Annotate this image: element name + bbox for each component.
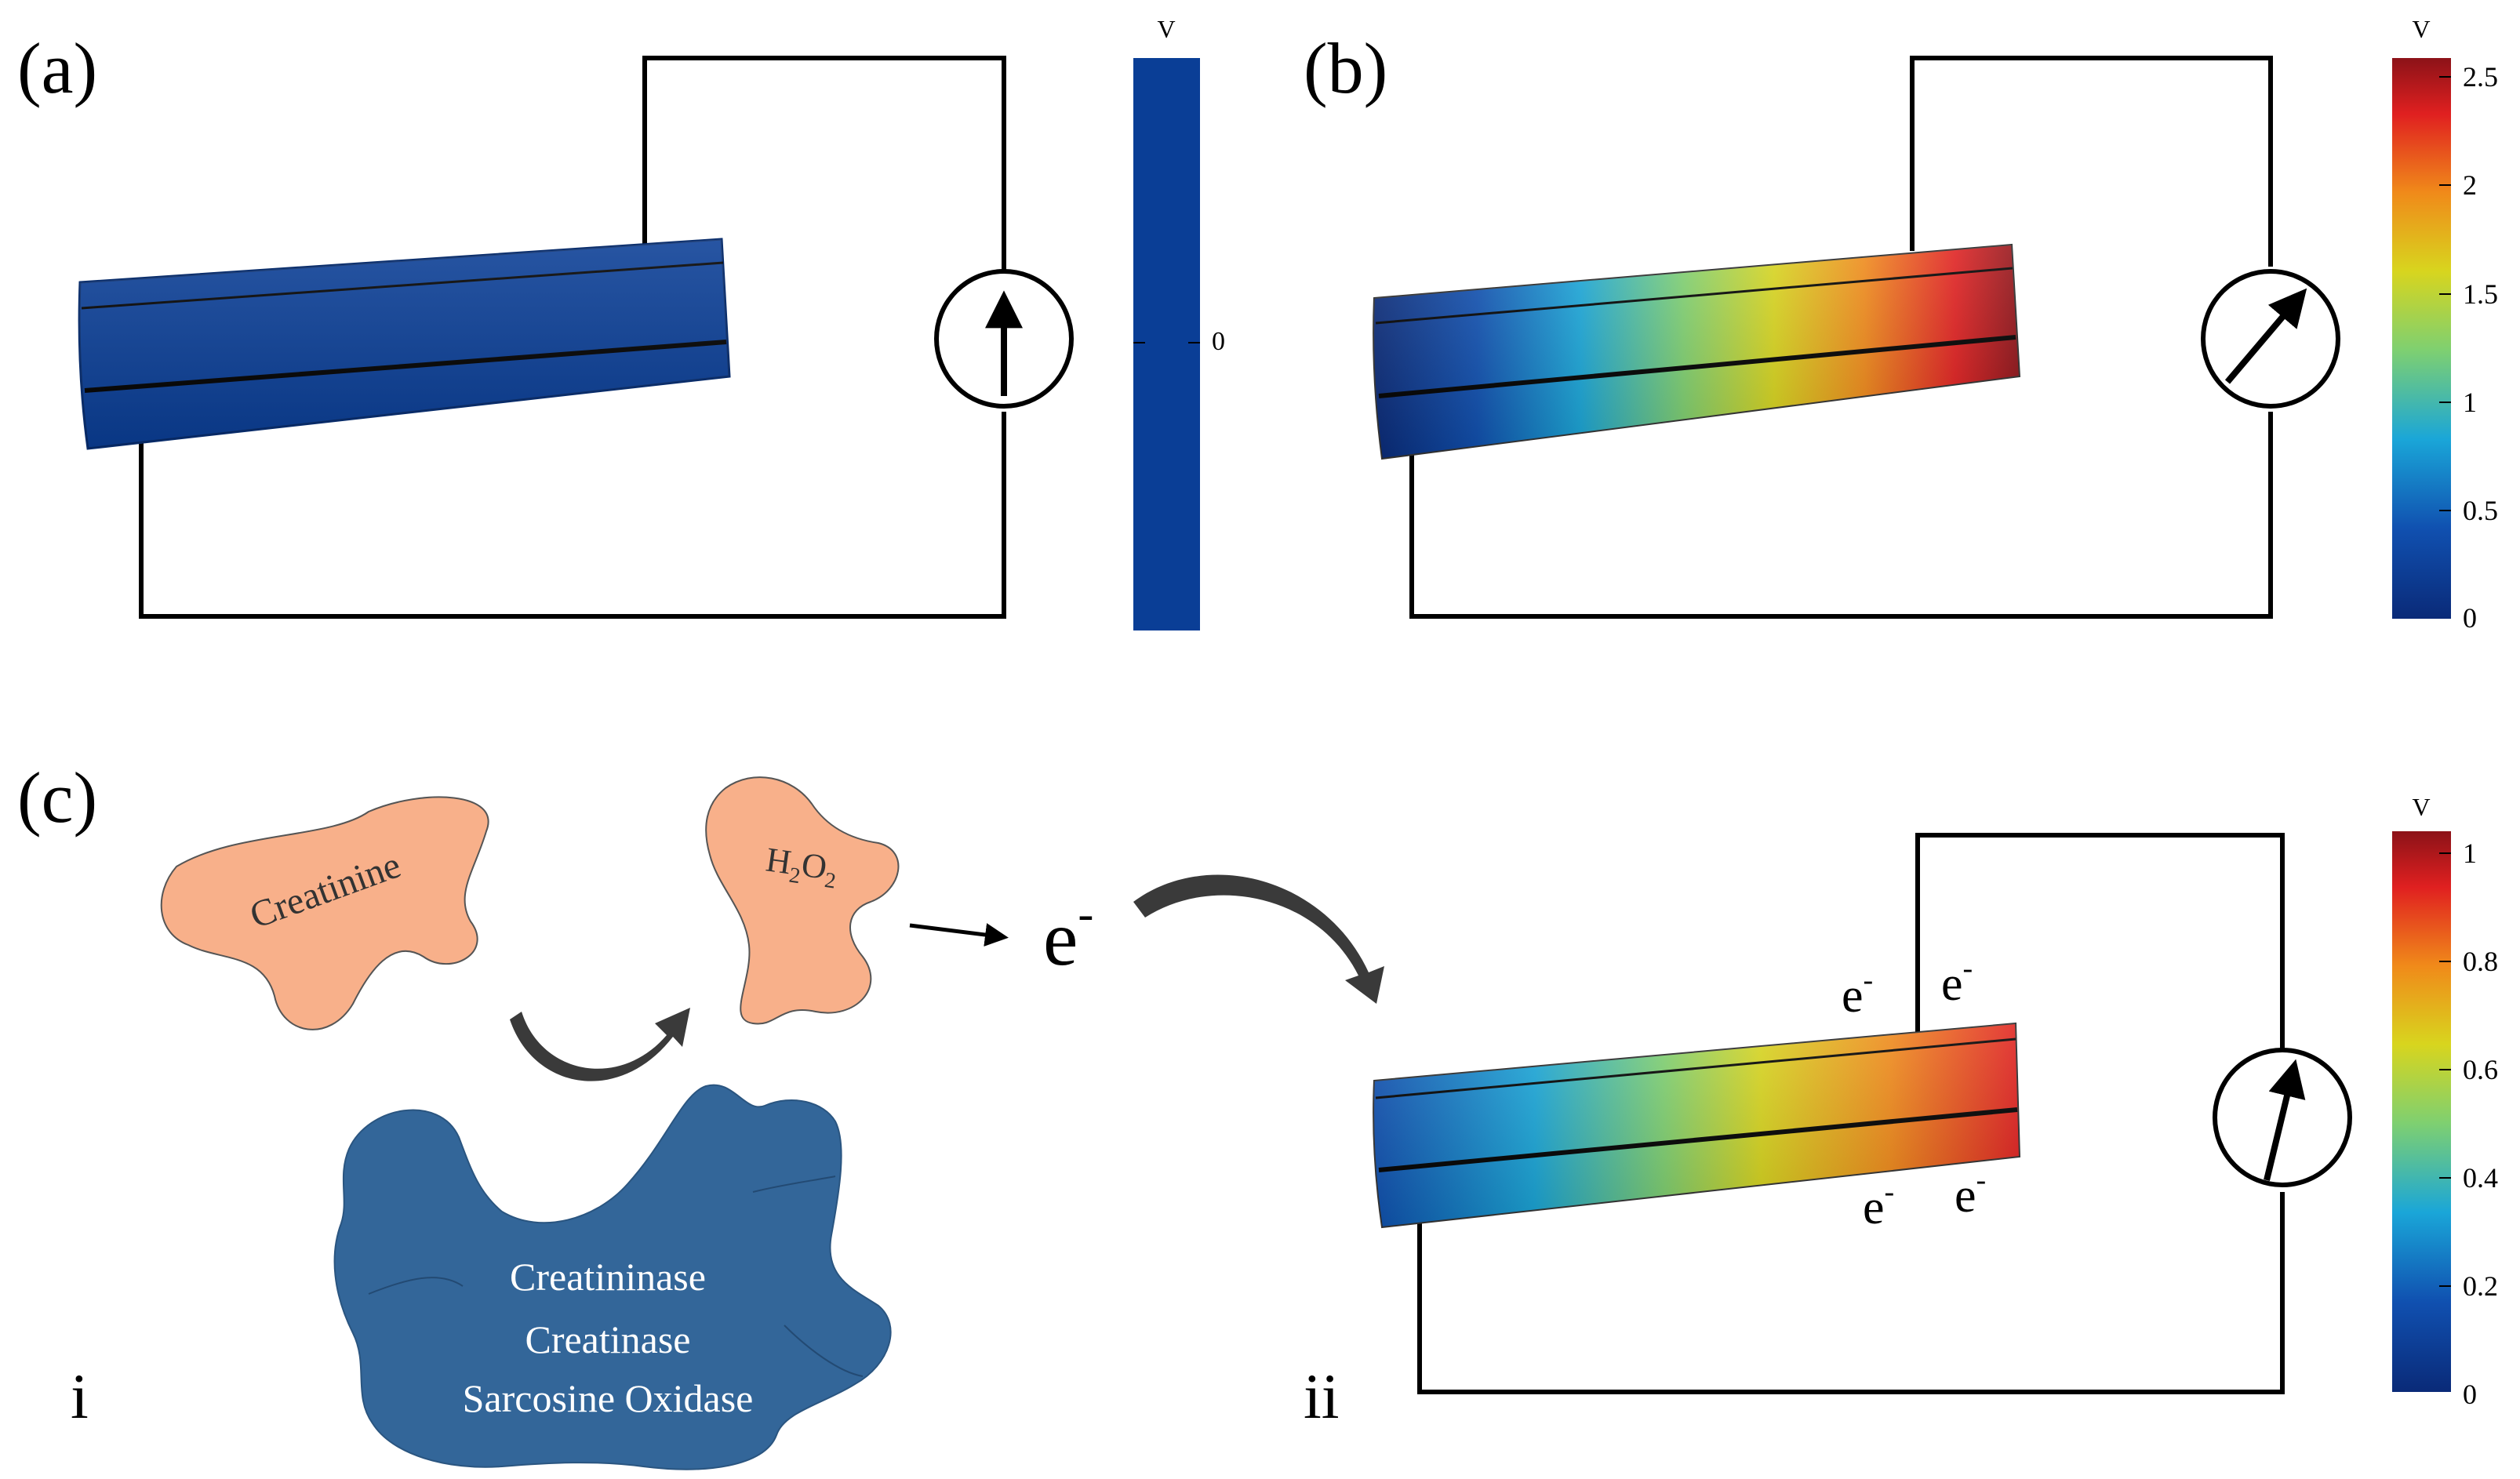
panel-a-label: (a) bbox=[17, 28, 97, 108]
enzyme-label: Creatininase bbox=[510, 1255, 706, 1299]
panel-a-colorbar: V 0 bbox=[1133, 15, 1225, 630]
panel-c-colorbar: V 1 0.8 0.6 0.4 0.2 0 bbox=[2392, 793, 2498, 1410]
electron-label: e- bbox=[1043, 888, 1093, 982]
panel-b-colorbar-tick: 0.5 bbox=[2463, 495, 2498, 526]
panel-c-colorbar-tick: 0.8 bbox=[2463, 946, 2498, 977]
panel-c-colorbar-tick: 0 bbox=[2463, 1379, 2477, 1410]
panel-a: (a) V 0 bbox=[17, 15, 1225, 630]
enzyme-label: Sarcosine Oxidase bbox=[463, 1376, 754, 1420]
panel-b: (b) V 2.5 2 1.5 1 0.5 0 bbox=[1304, 15, 2498, 634]
panel-b-circuit-wire bbox=[1409, 56, 2273, 619]
panel-a-colorbar-unit: V bbox=[1157, 15, 1175, 43]
panel-c-circuit-wire bbox=[1417, 833, 2285, 1394]
voltmeter-icon bbox=[2201, 269, 2340, 409]
panel-c-colorbar-tick: 0.4 bbox=[2463, 1162, 2498, 1194]
panel-b-colorbar-tick: 2.5 bbox=[2463, 61, 2498, 93]
h2o2-to-electron-arrow bbox=[909, 923, 1009, 947]
panel-b-colorbar-unit: V bbox=[2412, 15, 2430, 43]
electron-label: e- bbox=[1842, 964, 1873, 1023]
panel-c: (c) i ii Creatinine H2O2 Creatininase Cr… bbox=[17, 758, 2498, 1470]
enzyme-complex: Creatininase Creatinase Sarcosine Oxidas… bbox=[333, 1084, 892, 1470]
h2o2-molecule: H2O2 bbox=[705, 776, 900, 1025]
electron-label: e- bbox=[1863, 1176, 1894, 1234]
panel-c-sub-ii: ii bbox=[1304, 1361, 1340, 1432]
enzyme-label: Creatinase bbox=[525, 1317, 690, 1361]
panel-c-colorbar-tick: 0.6 bbox=[2463, 1054, 2498, 1085]
voltmeter-icon bbox=[2213, 1048, 2352, 1187]
panel-b-colorbar-tick: 0 bbox=[2463, 602, 2477, 634]
voltmeter-icon bbox=[934, 269, 1074, 409]
electron-label: e- bbox=[1941, 952, 1973, 1011]
electron-label: e- bbox=[1955, 1164, 1986, 1223]
panel-c-colorbar-unit: V bbox=[2412, 793, 2430, 821]
panel-b-colorbar-tick: 2 bbox=[2463, 169, 2477, 201]
curved-arrow-icon bbox=[1133, 874, 1384, 1004]
panel-b-label: (b) bbox=[1304, 28, 1387, 108]
panel-c-label: (c) bbox=[17, 758, 97, 838]
panel-c-colorbar-tick: 1 bbox=[2463, 838, 2477, 869]
h2o2-label: H2O2 bbox=[763, 840, 840, 893]
panel-c-sub-i: i bbox=[71, 1361, 89, 1432]
panel-b-colorbar: V 2.5 2 1.5 1 0.5 0 bbox=[2392, 15, 2498, 634]
panel-c-colorbar-tick: 0.2 bbox=[2463, 1270, 2498, 1302]
panel-b-colorbar-tick: 1 bbox=[2463, 387, 2477, 418]
panel-a-colorbar-tick: 0 bbox=[1212, 327, 1225, 356]
panel-b-colorbar-tick: 1.5 bbox=[2463, 278, 2498, 310]
creatinine-molecule: Creatinine bbox=[160, 796, 489, 1030]
reaction-cycle-arrow-icon bbox=[510, 1008, 690, 1081]
